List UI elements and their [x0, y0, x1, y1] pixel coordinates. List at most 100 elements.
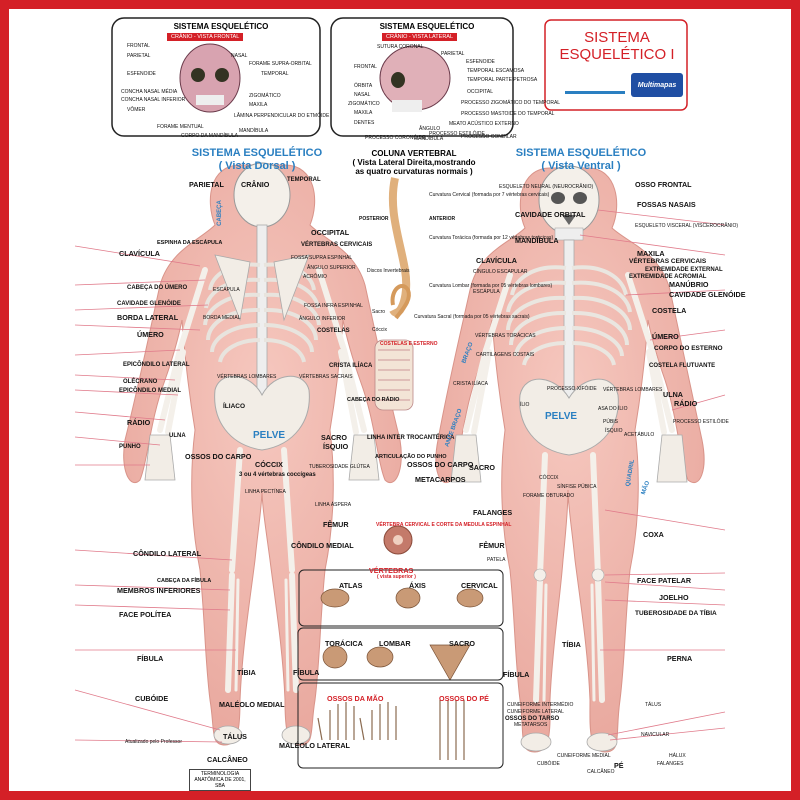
bone-label: TUBEROSIDADE DA TÍBIA	[635, 610, 717, 617]
bone-label: CRISTA ILÍACA	[453, 381, 488, 387]
skull-label: TEMPORAL	[261, 71, 289, 77]
bone-label: EPICÔNDILO MEDIAL	[119, 388, 182, 394]
bone-label: ÂNGULO INFERIOR	[299, 316, 346, 322]
hand-foot-figures	[317, 700, 465, 760]
bone-label: FALANGES	[473, 508, 513, 517]
bone-label: METATARSOS	[514, 722, 548, 728]
bone-label: CABEÇA DO RÁDIO	[347, 397, 400, 403]
bone-label: FALANGES	[657, 761, 684, 767]
center-label: COSTELAS E ESTERNO	[380, 341, 438, 347]
frontal-skull-figure	[179, 43, 241, 113]
skull-label: FRONTAL	[354, 64, 377, 70]
bone-label: TÁLUS	[223, 732, 247, 741]
ribcage-figure	[374, 339, 414, 411]
poster-artwork	[74, 17, 726, 769]
bone-label: PELVE	[253, 430, 286, 441]
bone-label: CÔNDILO LATERAL	[133, 549, 202, 558]
frontal-skull-box	[111, 17, 321, 137]
bone-label: CUNEIFORME INTERMÉDIO	[507, 702, 574, 708]
bone-label: VÉRTEBRAS TORÁCICAS	[475, 333, 536, 339]
frontal-box-subtitle: CRÂNIO - VISTA FRONTAL	[167, 33, 244, 41]
center-label: OSSOS DA MÃO	[327, 694, 384, 703]
bone-label: MANÚBRIO	[669, 280, 709, 289]
bone-label: NAVICULAR	[641, 732, 670, 738]
bone-label: ESCÁPULA	[473, 289, 500, 295]
center-label: OSSOS DO CARPO	[407, 460, 474, 469]
skull-label: PROCESSO MASTOIDE DO TEMPORAL	[461, 111, 555, 117]
skull-label: PROCESSO CONDILAR	[461, 134, 517, 140]
skull-label: PARIETAL	[441, 51, 465, 57]
skull-label: TEMPORAL ESCAMOSA	[467, 68, 525, 74]
coluna-title-line1: COLUNA VERTEBRAL	[371, 149, 457, 158]
skull-label: MANDÍBULA	[414, 136, 444, 142]
bone-label: EXTREMIDADE EXTERNAL	[645, 267, 723, 273]
bone-label: VÉRTEBRAS CERVICAIS	[301, 242, 373, 248]
dorsal-title-line1: SISTEMA ESQUELÉTICO	[191, 147, 323, 159]
bone-label: CABEÇA DA FÍBULA	[157, 578, 212, 584]
bone-label: CUNEIFORME MEDIAL	[557, 753, 611, 759]
bone-label: ESCÁPULA	[213, 287, 240, 293]
bone-label: PARIETAL	[189, 180, 224, 189]
skull-label: ÓRBITA	[354, 83, 373, 89]
vertebrae-lower-box	[297, 627, 504, 681]
bone-label: CRISTA ILÍACA	[329, 363, 373, 369]
skull-label: ZIGOMÁTICO	[348, 101, 380, 107]
main-title: SISTEMA ESQUELÉTICO I	[546, 29, 688, 63]
center-label: ÁXIS	[409, 581, 426, 590]
spine-label: Curvatura Sacral (formada por 05 vértebr…	[414, 314, 530, 320]
hand-foot-box	[297, 682, 504, 769]
main-title-line2: ESQUELÉTICO I	[559, 46, 675, 63]
skull-label: PROCESSO ESTILÓIDE	[429, 131, 485, 137]
center-label: ( vista superior )	[377, 574, 416, 580]
skull-label: MANDÍBULA	[239, 128, 269, 134]
bone-label: CABEÇA	[216, 200, 223, 226]
center-label: METACARPOS	[415, 475, 466, 484]
bone-label: ÚMERO	[137, 330, 164, 339]
bone-label: FOSSAS NASAIS	[637, 200, 696, 209]
skull-label: CONCHA NASAL INFERIOR	[121, 97, 186, 103]
bone-label: CAVIDADE GLENÓIDE	[669, 290, 746, 299]
bone-label: TEMPORAL	[287, 177, 321, 183]
bone-label: OCCIPITAL	[311, 228, 350, 237]
skull-label: TEMPORAL PARTE PETROSA	[467, 77, 538, 83]
bone-label: FACE POLÍTEA	[119, 610, 172, 619]
bone-label: VÉRTEBRAS LOMBARES	[603, 387, 663, 393]
bone-label: OLÉCRANO	[123, 379, 158, 385]
ventral-title-line1: SISTEMA ESQUELÉTICO	[515, 147, 647, 159]
bone-label: MALÉOLO MEDIAL	[219, 700, 285, 709]
bone-label: COSTELA	[652, 306, 687, 315]
bone-label: FÊMUR	[323, 520, 349, 529]
skull-label: ESFENOIDE	[466, 59, 495, 65]
bone-label: BORDA LATERAL	[117, 313, 179, 322]
bone-label: OSSOS DO CARPO	[185, 452, 252, 461]
skull-label: CORPO DA MANDÍBULA	[181, 133, 238, 139]
bone-label: BORDA MEDIAL	[203, 315, 241, 321]
bone-label: ESQUELETO VISCERAL (VISCEROCRÂNIO)	[635, 223, 739, 229]
bone-label: ASA DO ÍLIO	[598, 406, 628, 412]
center-label: OSSOS DO PÉ	[439, 694, 489, 703]
bone-label: TÍBIA	[237, 668, 256, 677]
bone-label: TÁLUS	[645, 702, 662, 708]
bone-label: CUNEIFORME LATERAL	[507, 709, 564, 715]
bone-label: PELVE	[545, 411, 578, 422]
bone-label: EPICÔNDILO LATERAL	[123, 362, 190, 368]
skull-label: OCCIPITAL	[467, 89, 494, 95]
bone-label: LINHA PECTÍNEA	[245, 489, 286, 495]
bone-label: PATELA	[487, 557, 506, 563]
bone-label: ÍLIACO	[223, 403, 246, 410]
skull-label: FORAME SUPRA-ORBITAL	[249, 61, 312, 67]
bone-label: CABEÇA DO ÚMERO	[127, 285, 188, 291]
bone-label: CALCÂNEO	[207, 755, 248, 764]
bone-label: FÊMUR	[479, 541, 505, 550]
dorsal-title: SISTEMA ESQUELÉTICO ( Vista Dorsal )	[177, 147, 337, 173]
bone-label: FORAME OBTURADO	[523, 493, 575, 499]
ventral-title-line2: ( Vista Ventral )	[541, 160, 621, 172]
lateral-box-title: SISTEMA ESQUELÉTICO	[379, 22, 475, 31]
vertebrae-figures	[320, 587, 484, 681]
center-label: ATLAS	[339, 581, 363, 590]
coluna-title-line2: ( Vista Lateral Direita,mostrando	[352, 158, 476, 167]
dorsal-skeleton-figure	[123, 162, 402, 746]
bone-label: ÍSQUIO	[605, 428, 623, 434]
bone-label: 3 ou 4 vértebras coccígeas	[239, 472, 316, 478]
center-label: ARTICULAÇÃO DO PUNHO	[375, 454, 447, 460]
